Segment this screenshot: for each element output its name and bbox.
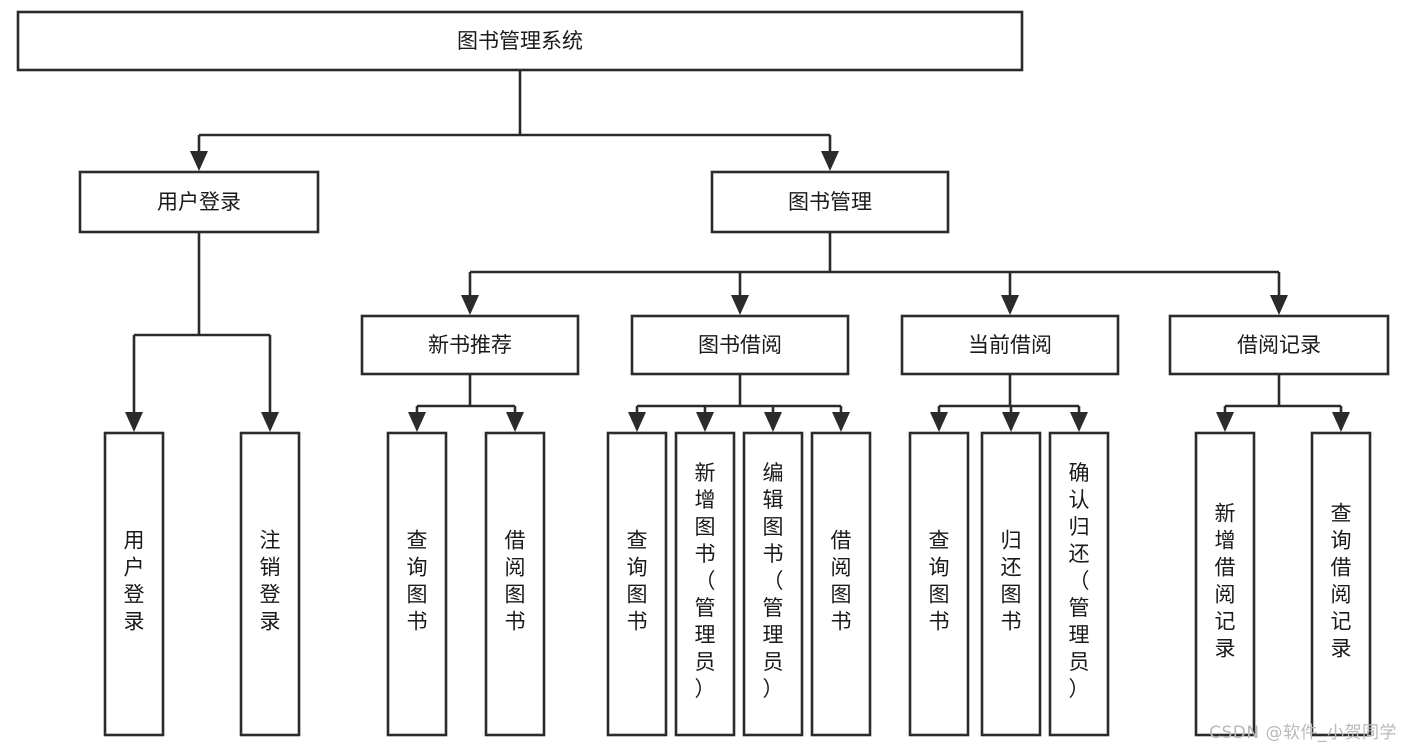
connector-bookborrow_to_leaves (628, 374, 850, 432)
node-label: 用户登录 (157, 190, 241, 214)
node-label: 图书借阅 (698, 333, 782, 357)
node-box[interactable] (484, 431, 546, 737)
node-label: 当前借阅 (968, 333, 1052, 357)
node-label: 查询图书 (929, 529, 950, 634)
node-box[interactable] (606, 431, 668, 737)
node-label: 查询图书 (407, 529, 428, 634)
node-box[interactable] (710, 170, 950, 234)
node-leaf-query-record[interactable]: 查询借阅记录 (1310, 431, 1372, 737)
node-leaf-logout[interactable]: 注销登录 (239, 431, 301, 737)
node-label: 新增图书（管理员） (695, 461, 716, 701)
connector-newbook_to_leaves (408, 374, 524, 432)
node-label: 借阅图书 (831, 529, 852, 634)
node-layer: 图书管理系统用户登录图书管理新书推荐图书借阅当前借阅借阅记录用户登录注销登录查询… (16, 10, 1390, 737)
node-label: 新书推荐 (428, 333, 512, 357)
node-leaf-add-record[interactable]: 新增借阅记录 (1194, 431, 1256, 737)
node-label: 图书管理系统 (457, 29, 583, 53)
node-current-borrow[interactable]: 当前借阅 (900, 314, 1120, 376)
node-leaf-add-book[interactable]: 新增图书（管理员） (674, 431, 736, 737)
node-box[interactable] (810, 431, 872, 737)
connector-bookmanage_to_level2 (461, 232, 1288, 315)
node-box[interactable] (980, 431, 1042, 737)
node-label: 新增借阅记录 (1215, 502, 1236, 661)
node-label: 注销登录 (260, 529, 281, 634)
node-new-book-rec[interactable]: 新书推荐 (360, 314, 580, 376)
node-box[interactable] (630, 314, 850, 376)
node-box[interactable] (78, 170, 320, 234)
node-box[interactable] (1310, 431, 1372, 737)
node-box[interactable] (1194, 431, 1256, 737)
connector-root_to_level1 (190, 70, 839, 171)
node-label: 借阅记录 (1237, 333, 1321, 357)
node-leaf-query-book-2[interactable]: 查询图书 (606, 431, 668, 737)
node-label: 查询图书 (627, 529, 648, 634)
node-user-login[interactable]: 用户登录 (78, 170, 320, 234)
node-leaf-borrow-book-1[interactable]: 借阅图书 (484, 431, 546, 737)
node-box[interactable] (16, 10, 1024, 72)
connector-userlogin_to_leaves (125, 232, 279, 432)
node-box[interactable] (1168, 314, 1390, 376)
node-box[interactable] (674, 431, 736, 737)
node-borrow-record[interactable]: 借阅记录 (1168, 314, 1390, 376)
node-leaf-confirm-return[interactable]: 确认归还（管理员） (1048, 431, 1110, 737)
node-box[interactable] (239, 431, 301, 737)
connector-borrowrecord_to_leaves (1216, 374, 1350, 432)
node-box[interactable] (908, 431, 970, 737)
node-box[interactable] (742, 431, 804, 737)
node-label: 确认归还（管理员） (1069, 461, 1090, 701)
node-leaf-user-login[interactable]: 用户登录 (103, 431, 165, 737)
node-book-manage[interactable]: 图书管理 (710, 170, 950, 234)
node-label: 归还图书 (1001, 529, 1022, 634)
node-box[interactable] (1048, 431, 1110, 737)
node-label: 借阅图书 (505, 529, 526, 634)
node-leaf-edit-book[interactable]: 编辑图书（管理员） (742, 431, 804, 737)
node-leaf-borrow-book-2[interactable]: 借阅图书 (810, 431, 872, 737)
node-box[interactable] (900, 314, 1120, 376)
node-box[interactable] (103, 431, 165, 737)
node-box[interactable] (360, 314, 580, 376)
node-label: 图书管理 (788, 190, 872, 214)
connector-currentborrow_to_leaves (930, 374, 1088, 432)
node-box[interactable] (386, 431, 448, 737)
node-label: 用户登录 (124, 529, 145, 634)
node-leaf-query-book-3[interactable]: 查询图书 (908, 431, 970, 737)
node-leaf-query-book-1[interactable]: 查询图书 (386, 431, 448, 737)
node-label: 编辑图书（管理员） (763, 461, 784, 701)
node-root[interactable]: 图书管理系统 (16, 10, 1024, 72)
connector-layer (125, 70, 1350, 432)
node-leaf-return-book[interactable]: 归还图书 (980, 431, 1042, 737)
node-label: 查询借阅记录 (1331, 502, 1352, 661)
node-book-borrow[interactable]: 图书借阅 (630, 314, 850, 376)
